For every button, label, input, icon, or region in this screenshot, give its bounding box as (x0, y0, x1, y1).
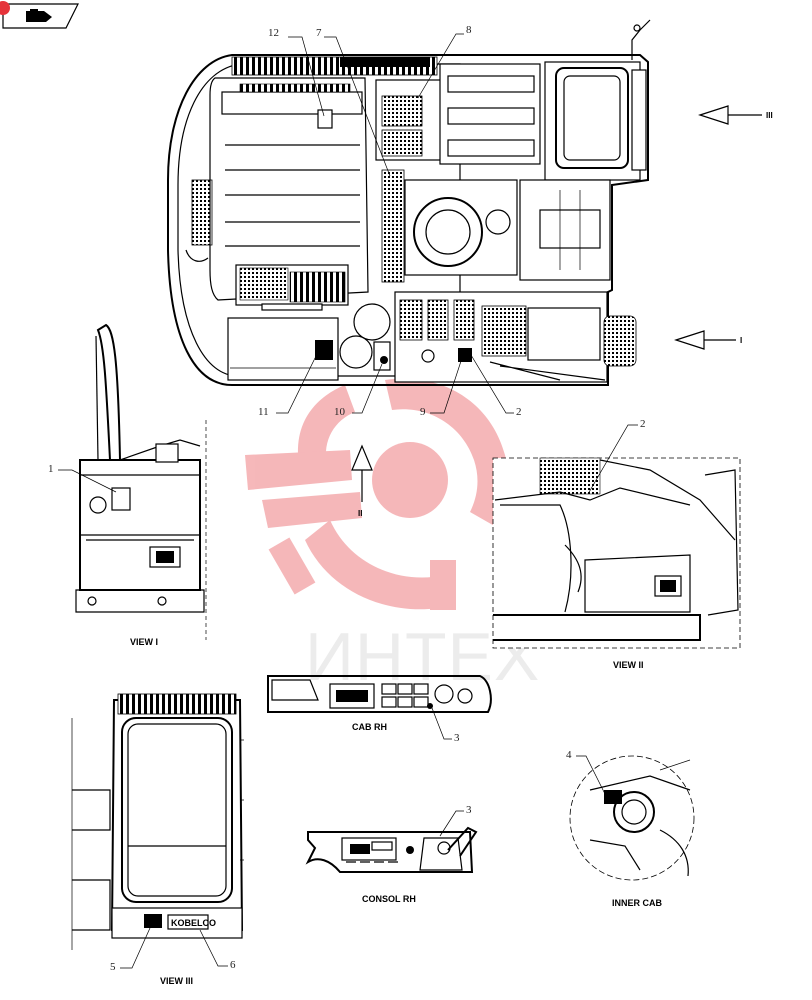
red-badge-icon (0, 1, 10, 15)
watermark: ИНТЕХ (245, 378, 539, 695)
view-arrow-ii-label: II (358, 509, 362, 518)
callout-3-consol-label: 3 (466, 804, 472, 816)
callout-4: 4 (566, 749, 607, 797)
callout-10: 10 (334, 363, 383, 418)
back-arrow-icon (26, 9, 52, 22)
consol-rh-drawing (305, 826, 478, 873)
view-iii-drawing: KOBELCO (71, 693, 244, 950)
callout-9-label: 9 (420, 406, 426, 418)
callout-2-top: 2 (467, 349, 522, 418)
view-arrow-ii: II (351, 444, 373, 518)
top-plan-view (167, 19, 651, 386)
callout-4-label: 4 (566, 749, 572, 761)
view-arrow-i-label: I (740, 336, 742, 345)
callout-2-view2: 2 (587, 418, 646, 495)
view-i-caption: VIEW I (130, 637, 158, 647)
view-arrow-i: I (674, 330, 742, 350)
inner-cab-drawing (569, 755, 695, 881)
inner-cab-caption: INNER CAB (612, 898, 663, 908)
view-arrow-iii-label: III (766, 111, 773, 120)
callout-11: 11 (258, 351, 319, 418)
consol-rh-caption: CONSOL RH (362, 894, 416, 904)
view-iii-caption: VIEW III (160, 976, 193, 986)
callout-11-label: 11 (258, 406, 269, 418)
cab-rh-caption: CAB RH (352, 722, 387, 732)
callout-5-label: 5 (110, 961, 116, 973)
callout-8: 8 (417, 24, 472, 99)
callout-12: 12 (268, 27, 325, 117)
watermark-gear-icon (245, 378, 510, 610)
view-ii-drawing (492, 457, 741, 649)
callout-8-label: 8 (466, 24, 472, 36)
kobelco-plate: KOBELCO (171, 918, 216, 928)
callout-12-label: 12 (268, 27, 279, 39)
callout-5: 5 (110, 927, 151, 973)
callout-2-view2-label: 2 (640, 418, 646, 430)
callout-1: 1 (48, 463, 117, 493)
callout-10-label: 10 (334, 406, 346, 418)
callout-9: 9 (420, 357, 463, 418)
callout-6: 6 (199, 929, 236, 971)
view-i-drawing (75, 323, 207, 640)
swing-bearing (404, 179, 518, 276)
callout-7: 7 (316, 27, 391, 177)
cooler-grille (235, 264, 349, 311)
callout-1-label: 1 (48, 463, 54, 475)
callout-3-cab: 3 (431, 707, 460, 744)
lower-right-cover (394, 291, 637, 383)
callout-7-label: 7 (316, 27, 322, 39)
cab-rh-drawing (267, 675, 492, 713)
view-ii-caption: VIEW II (613, 660, 644, 670)
back-button[interactable] (2, 3, 79, 29)
callout-3-consol: 3 (439, 804, 472, 837)
callout-2-top-label: 2 (516, 406, 522, 418)
callout-6-label: 6 (230, 959, 236, 971)
view-arrow-iii: III (698, 105, 773, 125)
callout-3-cab-label: 3 (454, 732, 460, 744)
